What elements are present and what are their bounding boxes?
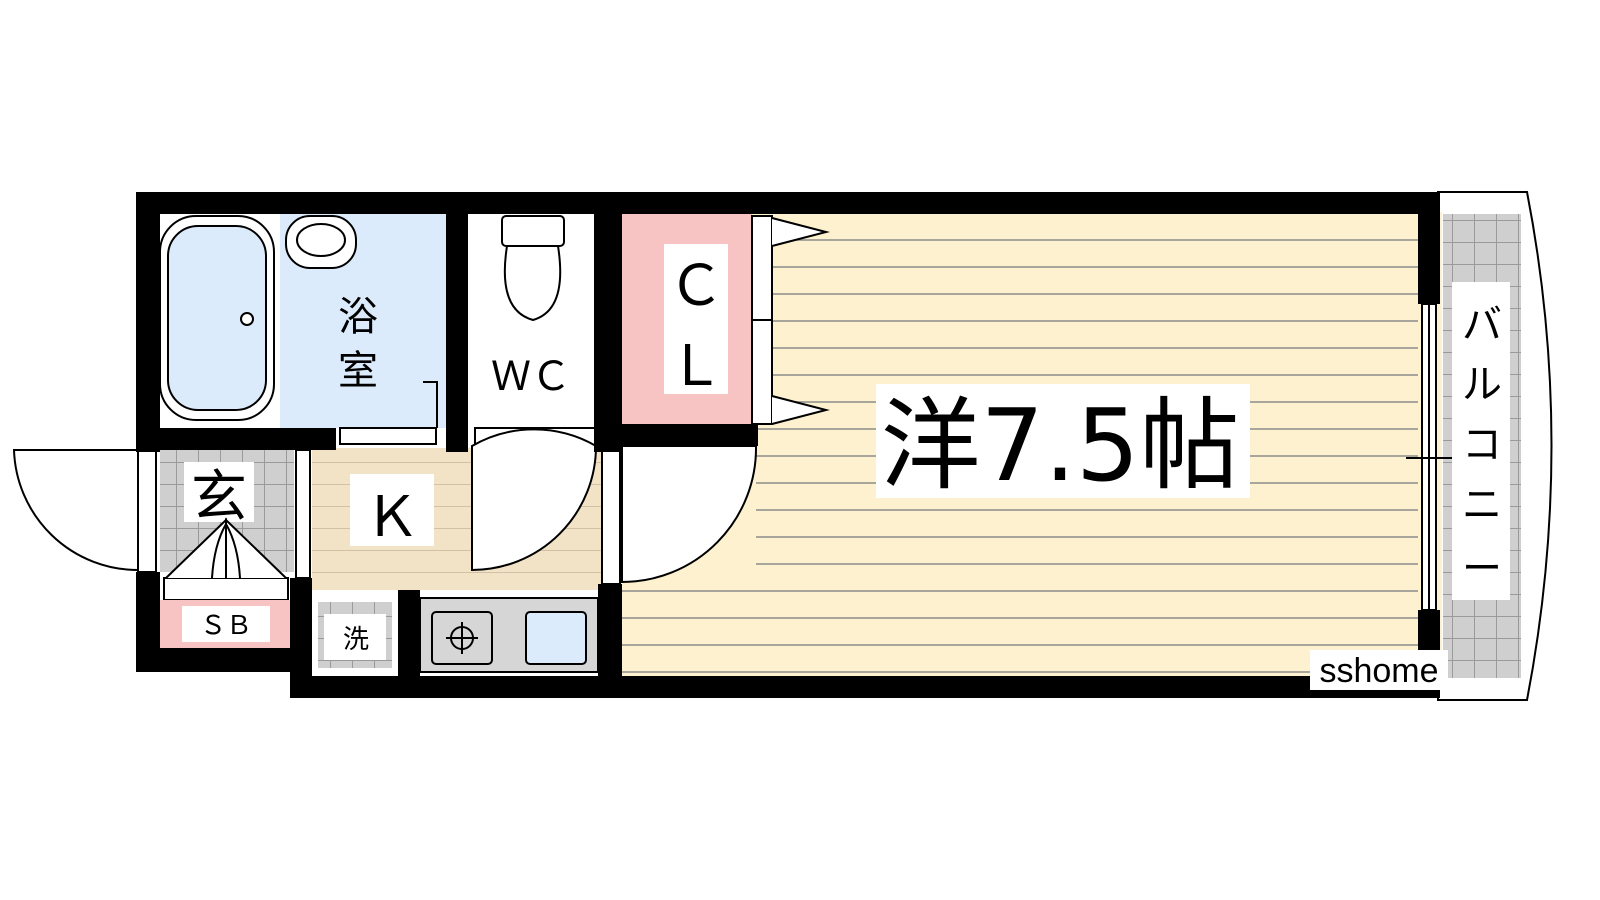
sink-icon: [525, 611, 587, 665]
balcony: [1437, 191, 1553, 701]
shoe-box: [160, 517, 290, 648]
toilet-tank: [501, 215, 565, 247]
washer-space: [312, 598, 398, 672]
label-balcony-char: コ: [1462, 422, 1502, 468]
kitchen-area: [160, 428, 758, 590]
closet: [622, 212, 830, 428]
bath-door-icon: [423, 381, 438, 428]
label-shoe-box: ＳＢ: [200, 611, 252, 641]
label-bath-2: 室: [338, 348, 378, 394]
label-balcony-char: バ: [1462, 302, 1502, 348]
label-closet-1: Ｃ: [668, 254, 724, 319]
room-door-swing: [621, 445, 758, 584]
label-kitchen: Ｋ: [364, 485, 420, 550]
label-balcony-char: ル: [1462, 362, 1502, 408]
label-entrance: 玄: [191, 465, 247, 530]
balcony-label-panel: [1452, 282, 1510, 600]
label-balcony-char: ニ: [1462, 482, 1502, 528]
label-balcony: バ ル コ ニ ー: [1462, 302, 1502, 592]
bathroom: [159, 212, 446, 445]
watermark: sshome: [1319, 652, 1438, 690]
watermark-bg: [1310, 650, 1448, 690]
label-closet-2: Ｌ: [668, 334, 724, 399]
label-bath-1: 浴: [338, 294, 378, 340]
label-balcony-char: ー: [1462, 546, 1502, 592]
label-western-room: 洋7.5帖: [880, 387, 1239, 504]
walls: [136, 192, 1440, 698]
room-label-bg: [876, 384, 1250, 498]
kitchen-counter: [419, 597, 599, 673]
drain-icon: [240, 312, 254, 326]
entrance-door-swing: [12, 449, 139, 572]
wc-door-swing: [471, 428, 598, 572]
toilet-icon: [503, 245, 562, 322]
balcony-window[interactable]: [1406, 303, 1452, 611]
wc-room: [468, 212, 596, 447]
label-wc: ＷＣ: [491, 354, 571, 400]
floor-boards: [622, 239, 1418, 673]
label-washer: 洗: [343, 625, 369, 655]
